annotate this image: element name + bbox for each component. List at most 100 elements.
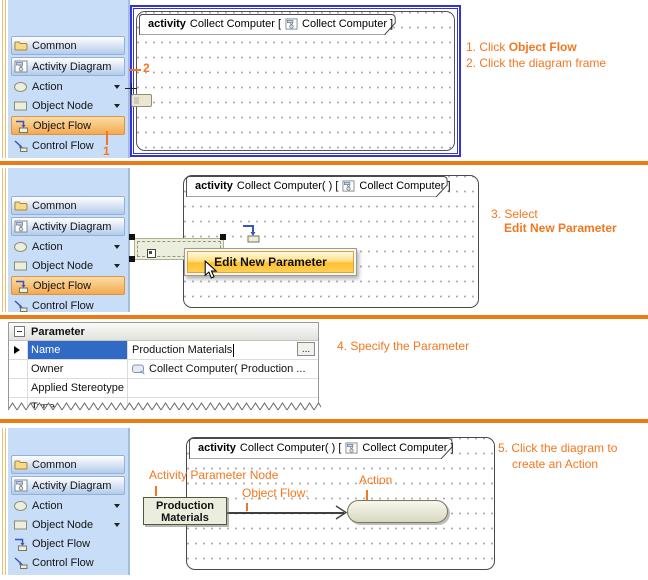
diagram-palette-step3: Common Activity Diagram Action Object No… xyxy=(8,168,130,312)
object-flow-arrowhead xyxy=(335,505,348,520)
activity-parameter-node[interactable]: Production Materials xyxy=(143,497,227,525)
palette-item-activity-diagram[interactable]: Activity Diagram xyxy=(11,476,125,495)
owner-label-cell[interactable]: Owner xyxy=(28,360,128,378)
action-icon xyxy=(14,500,27,511)
annotation-step3: 3. Select xyxy=(491,207,538,221)
palette-item-label: Control Flow xyxy=(32,299,94,312)
palette-item-object-node[interactable]: Object Node xyxy=(11,257,125,274)
palette-item-object-node[interactable]: Object Node xyxy=(11,97,125,114)
palette-item-label: Object Flow xyxy=(33,119,92,132)
chevron-down-icon[interactable] xyxy=(114,504,120,508)
activity-name: Collect Computer( ) [ xyxy=(239,442,342,454)
palette-item-label: Action xyxy=(32,80,63,93)
palette-item-label: Object Node xyxy=(32,259,94,272)
panel-edge-stripe xyxy=(2,0,7,158)
selection-handle[interactable] xyxy=(129,234,135,240)
palette-item-action[interactable]: Action xyxy=(11,78,125,95)
diagram-frame-step1[interactable]: activity Collect Computer [ Collect Comp… xyxy=(136,11,455,151)
name-value-cell[interactable]: Production Materials ... xyxy=(128,341,318,359)
palette-item-control-flow[interactable]: Control Flow xyxy=(11,554,125,571)
palette-item-common[interactable]: Common xyxy=(11,455,125,474)
frame-header-tab[interactable]: activity Collect Computer [ Collect Comp… xyxy=(139,14,400,35)
palette-item-object-flow[interactable]: Object Flow xyxy=(11,535,125,552)
activity-name: Collect Computer [ xyxy=(189,18,282,30)
palette-item-activity-diagram[interactable]: Activity Diagram xyxy=(11,217,125,236)
owner-value-cell[interactable]: Collect Computer( Production ... xyxy=(128,360,318,378)
node-spec-button-icon[interactable] xyxy=(147,249,156,258)
chevron-down-icon[interactable] xyxy=(114,245,120,249)
diagram-name: Collect Computer ] xyxy=(362,442,454,454)
palette-item-common[interactable]: Common xyxy=(11,196,125,215)
applied-stereotype-label-cell[interactable]: Applied Stereotype xyxy=(28,379,128,397)
control-flow-icon xyxy=(14,299,28,312)
label-tick xyxy=(246,503,248,511)
palette-item-label: Object Flow xyxy=(32,537,91,550)
chevron-down-icon[interactable] xyxy=(114,523,120,527)
annotation-step1: 1. Click Object Flow xyxy=(466,40,577,54)
selection-handle[interactable] xyxy=(129,256,135,262)
diagram-mini-icon xyxy=(285,18,298,30)
frame-selection-inner: activity Collect Computer [ Collect Comp… xyxy=(133,8,458,154)
frame-title: activity Collect Computer( ) [ Collect C… xyxy=(198,438,454,458)
palette-item-control-flow[interactable]: Control Flow xyxy=(11,297,125,314)
specification-table: Parameter Name Production Materials ... … xyxy=(8,322,319,408)
palette-item-object-node[interactable]: Object Node xyxy=(11,516,125,533)
name-value-text: Production Materials xyxy=(132,344,233,356)
palette-item-label: Activity Diagram xyxy=(32,60,112,73)
frame-header-tab[interactable]: activity Collect Computer( ) [ Collect C… xyxy=(186,176,452,197)
object-flow-icon xyxy=(16,280,28,293)
marker-1: 1 xyxy=(103,144,110,158)
action-node[interactable] xyxy=(347,500,448,523)
object-node-icon xyxy=(14,261,27,270)
chevron-down-icon[interactable] xyxy=(114,104,120,108)
parameter-node-name-line2: Materials xyxy=(161,512,209,524)
palette-item-label: Common xyxy=(32,199,77,212)
applied-stereotype-value-cell[interactable] xyxy=(128,379,318,397)
object-node-icon xyxy=(14,520,27,529)
name-label-cell[interactable]: Name xyxy=(28,341,128,359)
table-row-name: Name Production Materials ... xyxy=(9,341,318,360)
palette-item-action[interactable]: Action xyxy=(11,238,125,255)
palette-item-label: Object Flow xyxy=(33,279,92,292)
section-separator xyxy=(0,315,648,319)
mouse-cursor-icon xyxy=(204,260,218,279)
palette-item-control-flow[interactable]: Control Flow xyxy=(11,137,125,154)
chevron-down-icon[interactable] xyxy=(114,85,120,89)
label-action: Action xyxy=(359,473,393,487)
frame-header-tab[interactable]: activity Collect Computer( ) [ Collect C… xyxy=(189,438,457,459)
diagram-name: Collect Computer ] xyxy=(359,180,451,192)
collapse-icon[interactable] xyxy=(14,326,25,337)
section-separator xyxy=(0,161,648,165)
diagram-frame-step5[interactable]: activity Collect Computer( ) [ Collect C… xyxy=(186,437,495,570)
palette-item-object-flow[interactable]: Object Flow xyxy=(11,276,125,295)
diagram-name: Collect Computer ] xyxy=(302,18,394,30)
palette-item-activity-diagram[interactable]: Activity Diagram xyxy=(11,57,125,76)
diagram-mini-icon xyxy=(345,442,358,454)
label-tick xyxy=(155,486,157,496)
palette-item-common[interactable]: Common xyxy=(11,36,125,55)
control-flow-icon xyxy=(14,556,28,569)
ellipsis-button[interactable]: ... xyxy=(297,342,315,356)
menu-item-edit-new-parameter[interactable]: Edit New Parameter xyxy=(187,251,354,273)
selection-handle[interactable] xyxy=(220,234,226,240)
row-gutter xyxy=(9,379,28,397)
object-flow-manipulator-icon[interactable] xyxy=(240,222,262,244)
activity-keyword: activity xyxy=(198,442,236,454)
panel-edge-stripe xyxy=(2,168,7,312)
palette-item-label: Activity Diagram xyxy=(32,220,112,233)
marker-2: 2 xyxy=(143,61,150,75)
palette-item-object-flow[interactable]: Object Flow xyxy=(11,116,125,135)
folder-icon xyxy=(14,41,28,51)
palette-item-label: Object Node xyxy=(32,518,94,531)
palette-item-action[interactable]: Action xyxy=(11,497,125,514)
diagram-frame-step3[interactable]: activity Collect Computer( ) [ Collect C… xyxy=(183,175,479,308)
object-flow-edge[interactable] xyxy=(227,512,344,514)
frame-title: activity Collect Computer( ) [ Collect C… xyxy=(195,176,451,196)
row-pointer-icon xyxy=(14,346,20,354)
annotation-step4: 4. Specify the Parameter xyxy=(337,339,470,353)
chevron-down-icon[interactable] xyxy=(114,264,120,268)
activity-diagram-icon xyxy=(14,220,28,233)
table-header-label: Parameter xyxy=(31,325,85,338)
panel-edge-stripe xyxy=(2,428,7,575)
diagram-palette-step5: Common Activity Diagram Action Object No… xyxy=(8,428,130,575)
